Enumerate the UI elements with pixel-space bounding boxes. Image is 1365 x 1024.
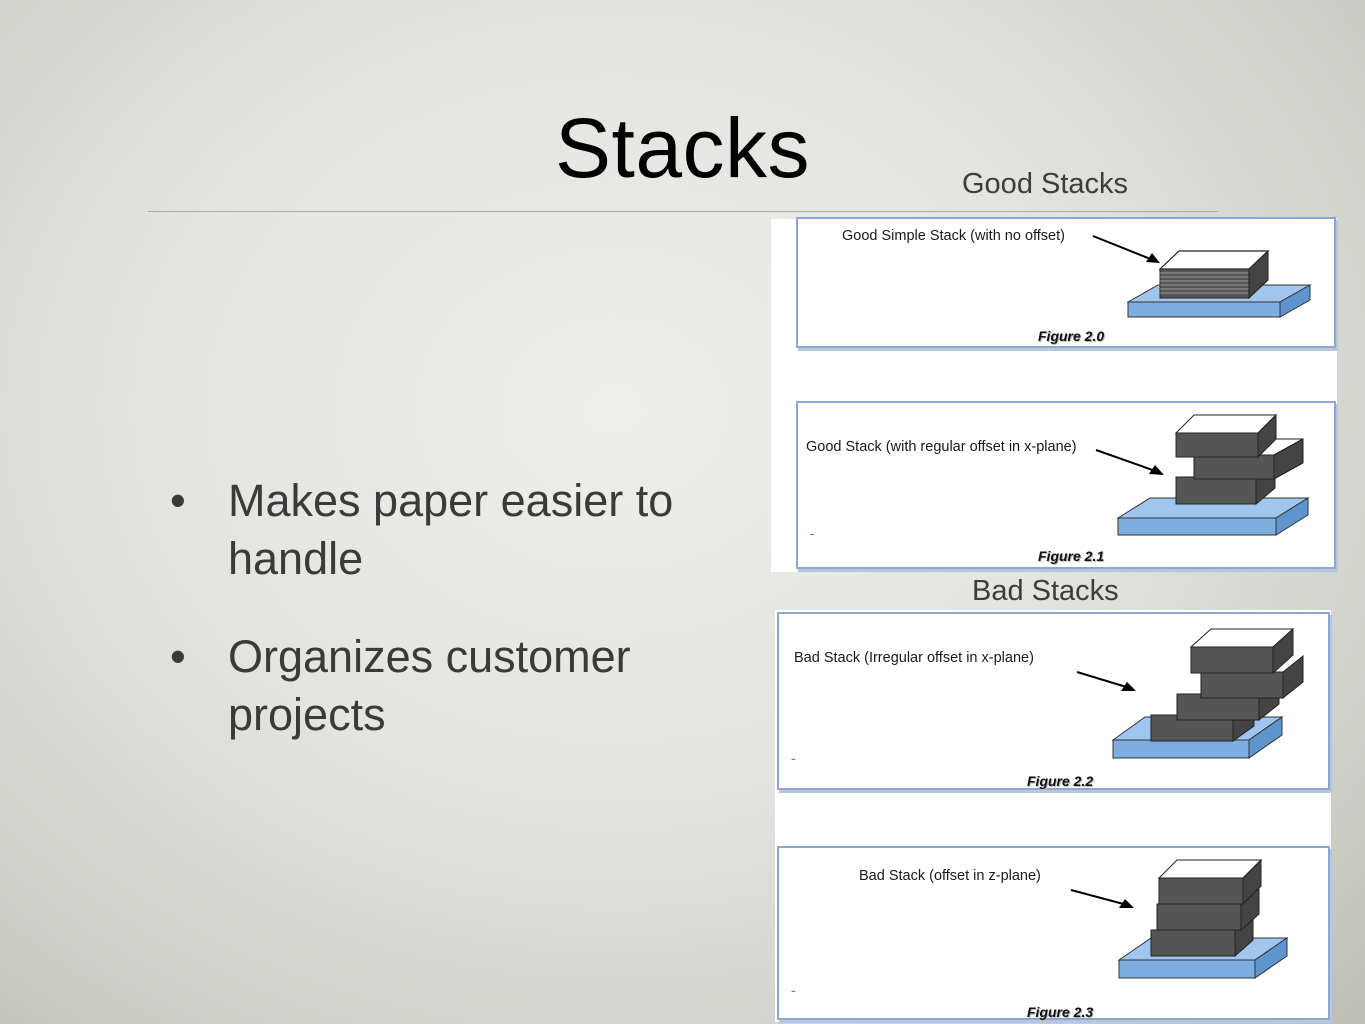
figure-description: Good Simple Stack (with no offset) bbox=[842, 228, 1065, 244]
figure-description: Bad Stack (Irregular offset in x-plane) bbox=[794, 650, 1034, 666]
simple-stack-illustration bbox=[1092, 235, 1312, 318]
good-stacks-label: Good Stacks bbox=[962, 168, 1129, 200]
z-offset-stack-illustration bbox=[1070, 858, 1289, 979]
figure-2-2: Bad Stack (Irregular offset in x-plane) … bbox=[777, 612, 1330, 790]
figure-description: Bad Stack (offset in z-plane) bbox=[859, 868, 1041, 884]
figure-2-3: Bad Stack (offset in z-plane) - Figure 2… bbox=[777, 846, 1330, 1020]
bullet-item: • Makes paper easier to handle bbox=[170, 472, 690, 588]
bullet-marker: • bbox=[170, 631, 186, 682]
slide-title: Stacks bbox=[554, 101, 811, 195]
figure-caption: Figure 2.0 bbox=[1038, 328, 1105, 344]
stray-mark: - bbox=[791, 750, 796, 766]
figure-caption: Figure 2.3 bbox=[1027, 1004, 1094, 1020]
bullet-text: Makes paper easier to handle bbox=[228, 475, 674, 584]
bullet-item: • Organizes customer projects bbox=[170, 628, 690, 744]
bullet-list: • Makes paper easier to handle • Organiz… bbox=[170, 472, 690, 784]
good-stacks-image: Good Simple Stack (with no offset) Figur… bbox=[771, 217, 1337, 572]
irregular-stack-illustration bbox=[1076, 627, 1304, 759]
stray-mark: - bbox=[791, 982, 796, 998]
title-divider bbox=[148, 211, 1218, 212]
figure-2-1: Good Stack (with regular offset in x-pla… bbox=[796, 401, 1336, 569]
bad-stacks-image: Bad Stack (Irregular offset in x-plane) … bbox=[775, 610, 1331, 1022]
offset-stack-illustration bbox=[1095, 413, 1310, 536]
stray-mark: - bbox=[810, 525, 815, 541]
bullet-marker: • bbox=[170, 475, 186, 526]
figure-description: Good Stack (with regular offset in x-pla… bbox=[806, 439, 1077, 455]
figure-caption: Figure 2.2 bbox=[1027, 773, 1094, 789]
figure-2-0: Good Simple Stack (with no offset) Figur… bbox=[796, 217, 1336, 348]
figure-caption: Figure 2.1 bbox=[1038, 548, 1105, 564]
bad-stacks-label: Bad Stacks bbox=[972, 575, 1119, 607]
bullet-text: Organizes customer projects bbox=[228, 631, 631, 740]
